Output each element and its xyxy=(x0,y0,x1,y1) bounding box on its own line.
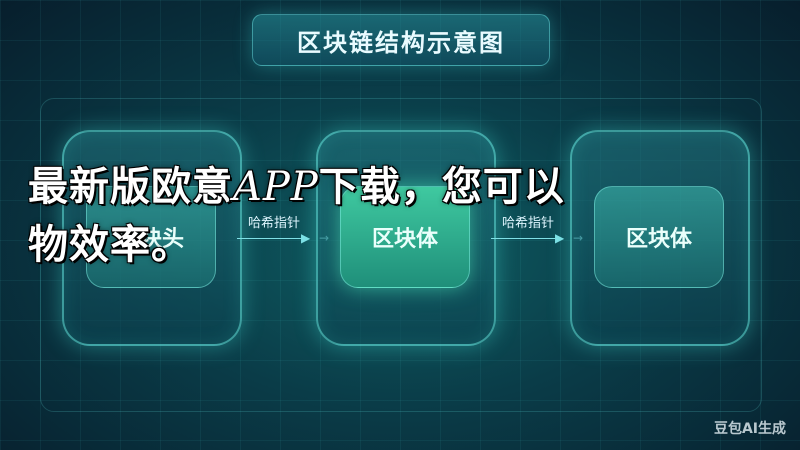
link-1-label: 哈希指针 xyxy=(247,216,300,231)
block-1-inner: 区块头 xyxy=(86,186,216,288)
link-2-label: 哈希指针 xyxy=(501,216,554,231)
title-banner: 区块链结构示意图 xyxy=(252,14,550,66)
overlay-caption: 最新版欧意APP下载，您可以 物效率。 xyxy=(28,158,800,274)
link-1-line xyxy=(237,238,303,239)
diagram-title: 区块链结构示意图 xyxy=(297,28,505,57)
block-2-inner: 区块体 xyxy=(340,186,470,288)
block-1: 区块头 xyxy=(62,130,242,346)
block-3-label: 区块体 xyxy=(625,227,692,252)
overlay-text-a: 最新版欧意 xyxy=(28,163,233,210)
block-3-inner: 区块体 xyxy=(594,186,724,288)
block-1-label: 区块头 xyxy=(117,227,184,252)
block-2-label: 区块体 xyxy=(371,227,438,252)
arrow-right-icon: ▶ xyxy=(555,231,565,245)
diagram-frame xyxy=(40,98,762,412)
link-2-line xyxy=(491,238,557,239)
overlay-text-b: APP xyxy=(233,164,319,210)
arrow-right-icon: ▶ xyxy=(301,231,311,245)
overlay-line-1: 最新版欧意APP下载，您可以 xyxy=(28,158,800,216)
overlay-line-2: 物效率。 xyxy=(28,221,192,268)
overlay-text-c: 下载，您可以 xyxy=(318,163,565,210)
watermark: 豆包AI生成 xyxy=(713,421,786,437)
block-2: 区块体 xyxy=(316,130,496,346)
block-3: 区块体 xyxy=(570,130,750,346)
